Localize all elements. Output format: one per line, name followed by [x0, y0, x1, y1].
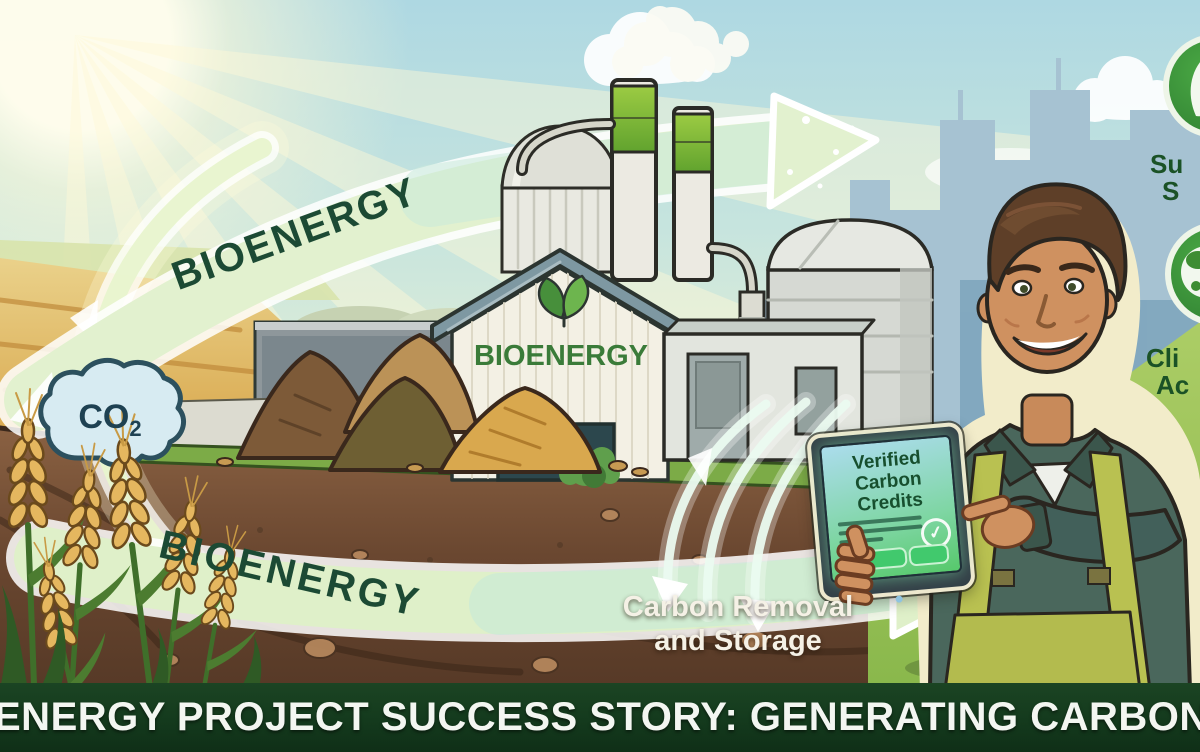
badge-climate-action — [1165, 224, 1200, 324]
storage-caption-line2: and Storage — [654, 625, 822, 657]
steam — [612, 6, 749, 82]
banner-title: ENERGY PROJECT SUCCESS STORY: GENERATING… — [0, 695, 1200, 739]
leaf-logo-icon — [537, 274, 590, 328]
storage-caption: Carbon Removal and Storage — [583, 590, 893, 658]
badge1-label-line1: Su — [1150, 149, 1184, 179]
pointing-hand — [961, 494, 1053, 552]
badge2-label-line2: Ac — [1156, 370, 1190, 400]
co2-main: CO — [78, 398, 130, 436]
badge1-label-line2: S — [1162, 176, 1180, 206]
co2-cloud — [38, 357, 187, 468]
smokestacks — [610, 78, 714, 282]
co2-sub: 2 — [129, 415, 142, 441]
storage-caption-line1: Carbon Removal — [622, 591, 854, 623]
co2-label: CO2 — [60, 398, 160, 442]
badge2-label-line1: Cli — [1146, 343, 1180, 373]
left-hand — [834, 524, 876, 606]
leaf-badge-icon — [1190, 62, 1200, 117]
foreground-wheat — [0, 389, 277, 752]
facility-sign-label: BIOENERGY — [473, 340, 649, 372]
title-banner: ENERGY PROJECT SUCCESS STORY: GENERATING… — [0, 683, 1200, 752]
badge-sustainability — [1163, 36, 1200, 136]
biomass-piles — [216, 333, 649, 477]
carbon-storage-arcs — [652, 392, 856, 632]
